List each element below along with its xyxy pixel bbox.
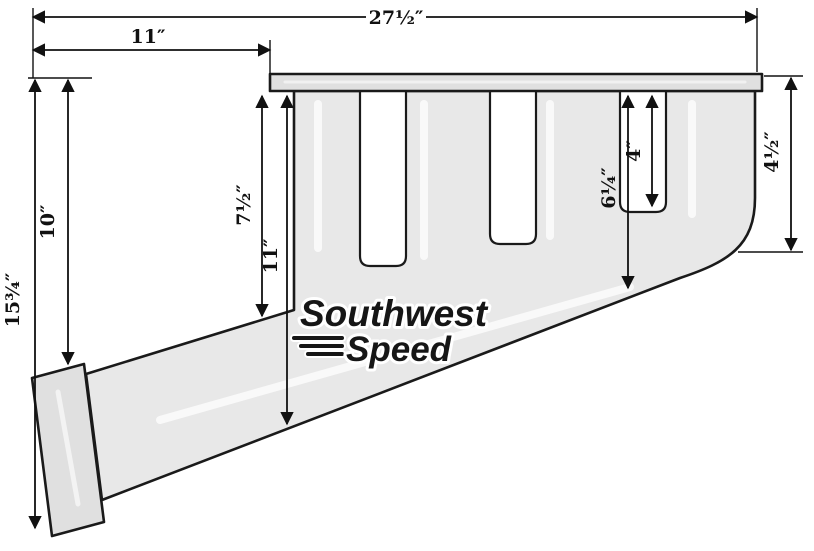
dim-overall-width: 27½″ [31, 5, 759, 30]
dim-tube4-to-collector-top: 6¼″ [598, 94, 635, 290]
collector-highlight [156, 283, 634, 424]
dim-left-offset-label: 11″ [131, 26, 166, 48]
dim-flange-to-collector-right: 4½″ [761, 76, 798, 252]
dim-10-label: 10″ [37, 204, 59, 239]
dim-left-offset: 11″ [31, 26, 272, 57]
dim-4-label: 4″ [623, 140, 645, 162]
dim-tube-to-collector-bottom: 11″ [260, 94, 294, 426]
dim-overall-width-label: 27½″ [369, 7, 424, 29]
dim-15-label: 15¾″ [2, 272, 24, 327]
logo-word-southwest: Southwest [300, 293, 489, 334]
tube-gap-1 [358, 91, 408, 268]
brand-logo: Southwest Speed [290, 290, 492, 372]
dim-flange-to-collector-top-left: 10″ [37, 78, 75, 366]
dim-overall-width-label-bg [366, 5, 426, 30]
dim-overall-height-left: 15¾″ [2, 78, 42, 530]
logo-word-speed: Speed [346, 330, 452, 369]
speed-stripes [290, 334, 346, 358]
dim-4half-label: 4½″ [761, 131, 783, 173]
dim-tube4-exposed: 4″ [623, 94, 659, 208]
collector-flange-highlight [55, 389, 81, 507]
highlight-streaks [156, 100, 696, 424]
dim-11-label: 11″ [260, 238, 282, 273]
dim-7-label: 7½″ [233, 184, 255, 226]
dim-6-label: 6¼″ [598, 167, 620, 209]
dimension-lines: 27½″ 11″ 10″ 15¾″ 7½″ 11″ 6¼″ 4″ [2, 5, 798, 530]
tube-gap-2 [488, 91, 538, 246]
dim-tube-to-collector-top: 7½″ [233, 94, 269, 318]
